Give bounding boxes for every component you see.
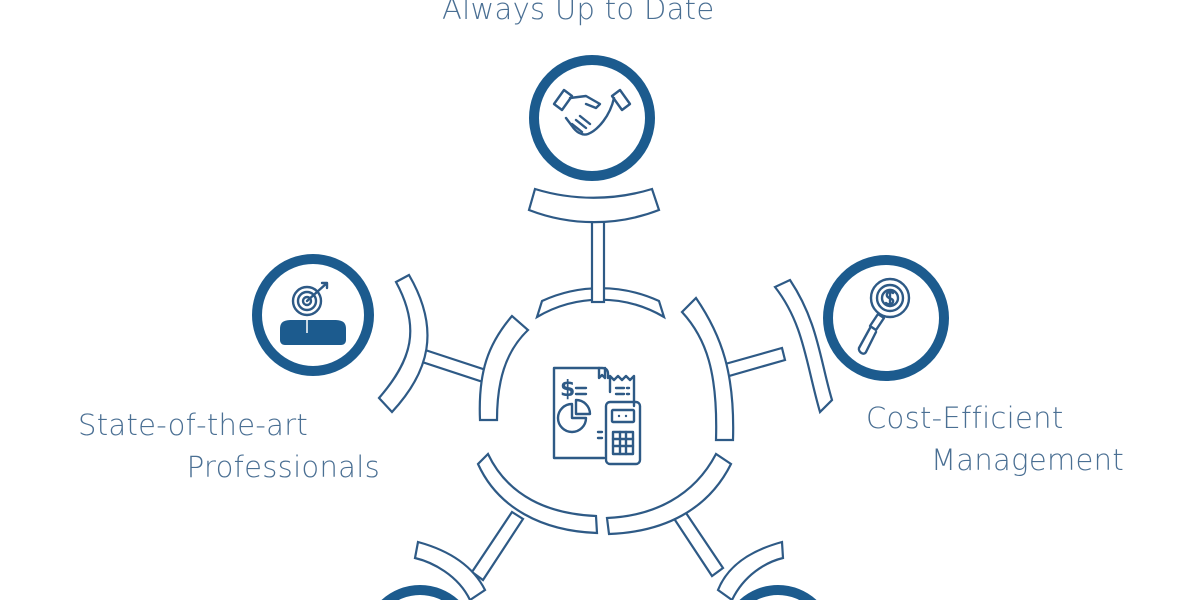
label-line: State-of-the-art	[78, 408, 309, 442]
connector-bottom-left	[413, 452, 599, 600]
target-person-icon	[280, 281, 346, 345]
node-label-always-up-to-date: Always Up to Date	[442, 0, 714, 30]
node-top-circle	[529, 55, 655, 181]
node-bottom-right-circle	[739, 585, 817, 600]
connector-bottom-right	[605, 452, 785, 600]
connector-right	[680, 278, 834, 442]
node-label-state-of-the-art-professionals: State-of-the-art Professionals	[78, 404, 380, 488]
label-line: Management	[930, 443, 1124, 477]
label-line: Cost-Efficient	[866, 401, 1064, 435]
svg-text:$: $	[560, 377, 575, 402]
label-line: Professionals	[186, 450, 380, 484]
node-bottom-left-circle	[381, 585, 459, 600]
magnifier-dollar-icon	[857, 277, 911, 355]
financial-report-calculator-icon: $	[552, 366, 642, 466]
connector-top	[527, 187, 666, 320]
node-left-circle	[252, 254, 374, 376]
handshake-icon	[552, 88, 632, 136]
label-line: Always Up to Date	[442, 0, 715, 26]
node-label-cost-efficient-management: Cost-Efficient Management	[866, 397, 1124, 481]
node-right-circle	[823, 255, 949, 381]
connector-left	[377, 273, 530, 422]
